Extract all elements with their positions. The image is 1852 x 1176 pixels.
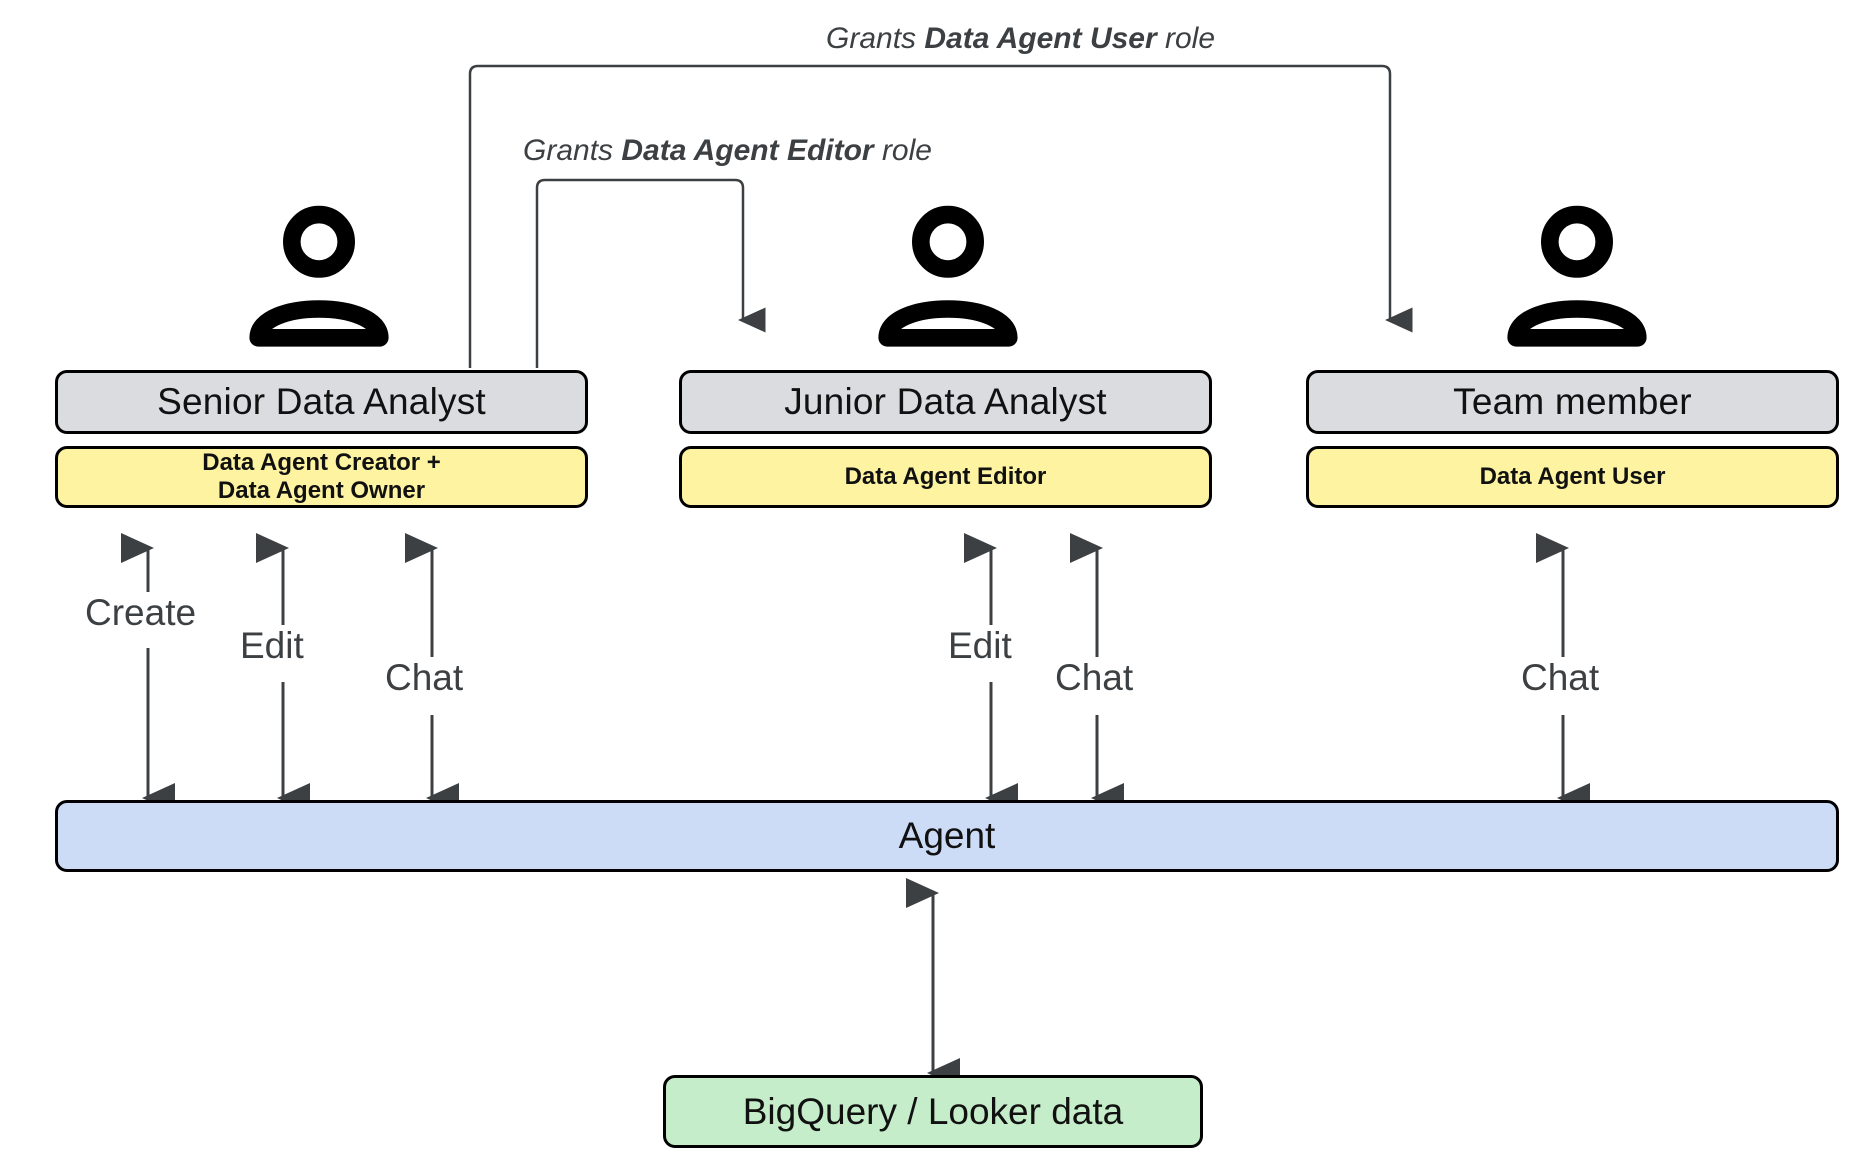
grant-prefix: Grants xyxy=(826,22,925,55)
grant-suffix: role xyxy=(1156,22,1216,55)
permission-line-1: Data Agent Creator + xyxy=(202,448,441,476)
permission-line-1: Data Agent User xyxy=(1479,462,1666,490)
persona-title: Team member xyxy=(1453,381,1692,422)
connector-grants-editor xyxy=(535,178,766,368)
agent-node[interactable]: Agent xyxy=(55,800,1839,872)
grant-label-data-agent-editor: Grants Data Agent Editor role xyxy=(523,134,932,168)
persona-header-junior-data-analyst[interactable]: Junior Data Analyst xyxy=(679,370,1212,434)
person-icon xyxy=(239,197,399,357)
persona-permission-senior-data-analyst[interactable]: Data Agent Creator + Data Agent Owner xyxy=(55,446,588,508)
persona-permission-junior-data-analyst[interactable]: Data Agent Editor xyxy=(679,446,1212,508)
edge-label-junior-edit: Edit xyxy=(948,625,1012,666)
grant-label-data-agent-user: Grants Data Agent User role xyxy=(826,22,1215,56)
persona-title: Senior Data Analyst xyxy=(157,381,486,422)
grant-prefix: Grants xyxy=(523,134,622,167)
edge-label-junior-chat: Chat xyxy=(1055,657,1134,698)
edge-label-senior-edit: Edit xyxy=(240,625,304,666)
datasource-label: BigQuery / Looker data xyxy=(742,1090,1124,1132)
permission-line-2: Data Agent Owner xyxy=(217,477,426,504)
edge-label-senior-create: Create xyxy=(85,592,197,633)
permission-line-1: Data Agent Editor xyxy=(844,462,1047,490)
persona-header-team-member[interactable]: Team member xyxy=(1306,370,1839,434)
persona-header-senior-data-analyst[interactable]: Senior Data Analyst xyxy=(55,370,588,434)
grant-suffix: role xyxy=(873,134,932,167)
grant-role: Data Agent User xyxy=(924,22,1157,55)
persona-title: Junior Data Analyst xyxy=(784,381,1107,422)
edge-label-team-chat: Chat xyxy=(1521,657,1600,698)
persona-permission-team-member[interactable]: Data Agent User xyxy=(1306,446,1839,508)
person-icon xyxy=(868,197,1028,357)
edge-label-senior-chat: Chat xyxy=(385,657,464,698)
grant-role: Data Agent Editor xyxy=(621,134,874,167)
agent-label: Agent xyxy=(898,815,996,856)
datasource-node[interactable]: BigQuery / Looker data xyxy=(663,1075,1203,1148)
person-icon xyxy=(1497,197,1657,357)
